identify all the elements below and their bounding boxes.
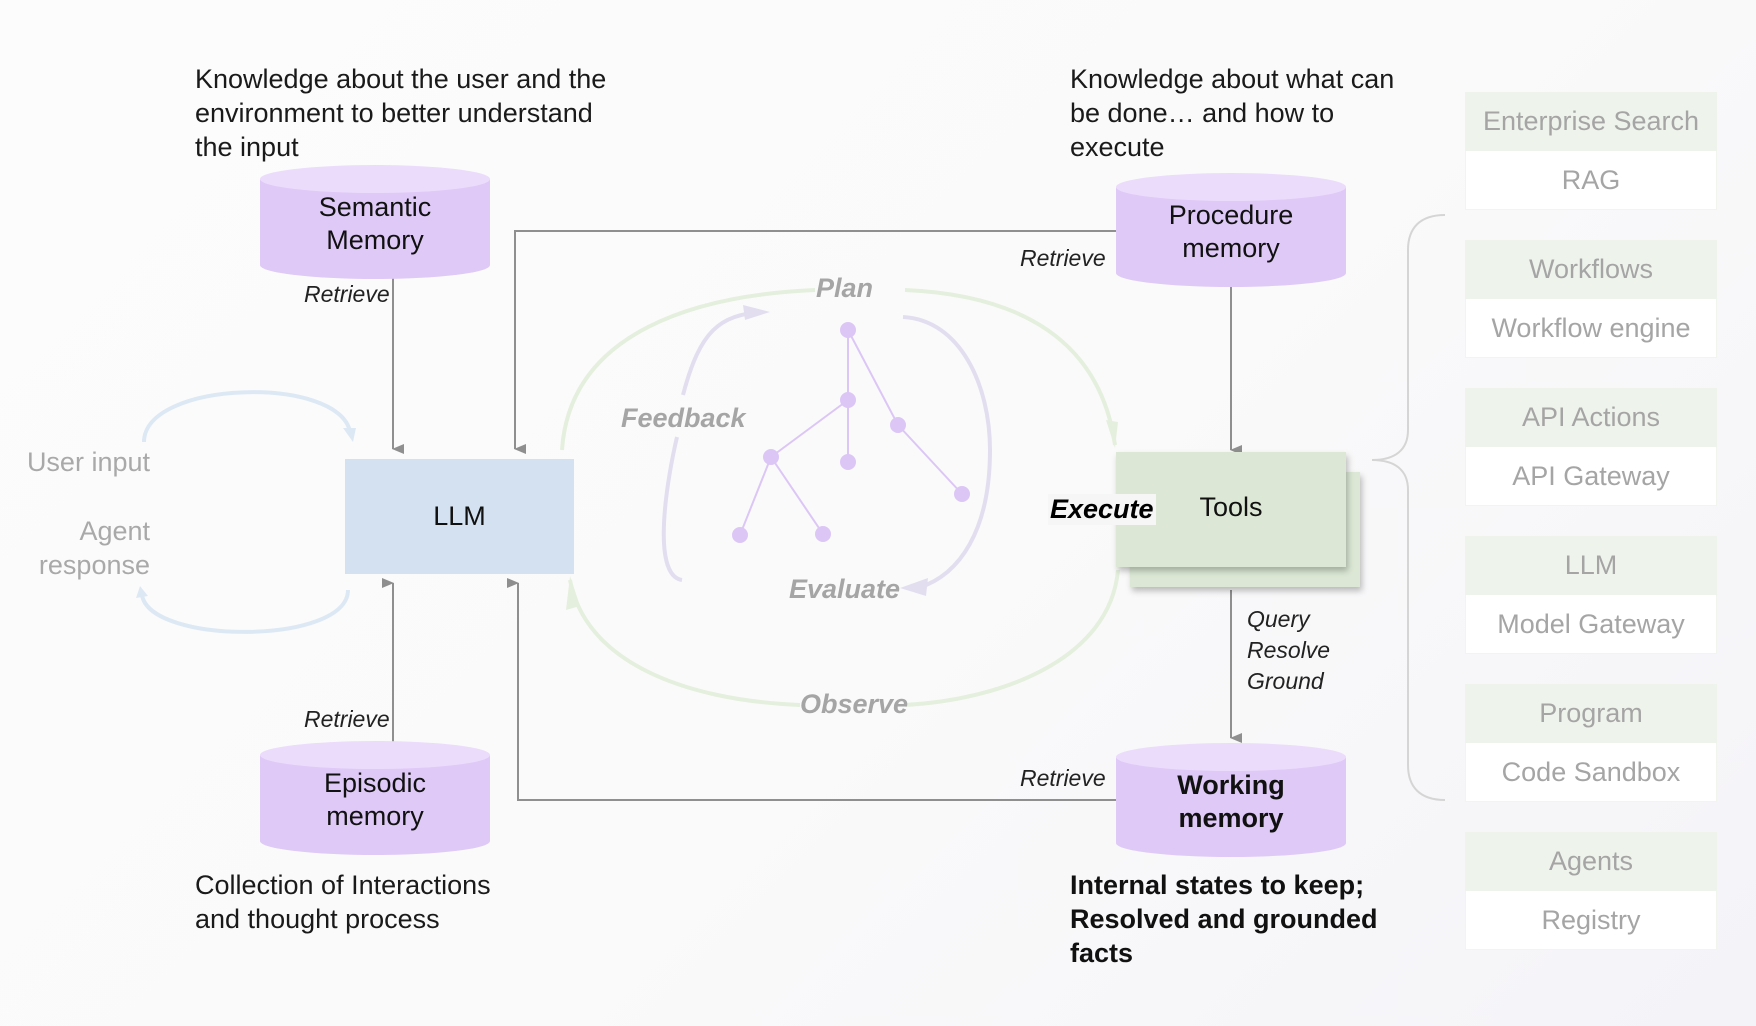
feedback-label: Feedback — [621, 403, 746, 433]
outer-loop-top — [560, 288, 1117, 451]
semantic-memory-description: Knowledge about the user and the environ… — [195, 64, 607, 162]
tool-action-labels: Query Resolve Ground — [1247, 604, 1330, 697]
tool-category: Agents — [1465, 832, 1717, 891]
tool-stack-item[interactable]: Workflows Workflow engine — [1465, 240, 1717, 358]
tool-stack-item[interactable]: Enterprise Search RAG — [1465, 92, 1717, 210]
tool-category: Workflows — [1465, 240, 1717, 299]
tool-implementation: Registry — [1465, 891, 1717, 950]
outer-loop-arrowhead-tools — [1106, 420, 1118, 448]
inner-loop-right — [902, 315, 993, 590]
tool-stack-item[interactable]: LLM Model Gateway — [1465, 536, 1717, 654]
tool-category: Program — [1465, 684, 1717, 743]
llm-node[interactable]: LLM — [345, 459, 574, 574]
procedure-memory-label-line1: Procedure — [1168, 200, 1294, 230]
tool-implementation: Workflow engine — [1465, 299, 1717, 358]
working-memory-description: Internal states to keep; Resolved and gr… — [1070, 870, 1378, 968]
tool-implementation: API Gateway — [1465, 447, 1717, 506]
tool-category: Enterprise Search — [1465, 92, 1717, 151]
tree-node — [840, 392, 856, 408]
tree-node — [840, 322, 856, 338]
agent-response-label: Agent response — [10, 514, 150, 582]
tree-node — [763, 449, 779, 465]
episodic-memory-label-line2: memory — [326, 801, 424, 831]
execute-label: Execute — [1048, 494, 1156, 525]
semantic-memory-label-line1: Semantic — [318, 192, 432, 222]
user-input-loop — [142, 390, 352, 443]
observe-label: Observe — [800, 689, 909, 719]
user-input-arrowhead — [343, 428, 356, 442]
agent-response-line2: response — [38, 550, 150, 580]
retrieve-working-label: Retrieve — [1020, 765, 1106, 791]
working-memory-label-line2: memory — [1178, 803, 1284, 833]
agent-response-line1: Agent — [79, 516, 150, 546]
tree-node — [732, 527, 748, 543]
inner-loop-arrowhead-evaluate — [900, 578, 928, 596]
retrieve-episodic-label: Retrieve — [304, 706, 390, 732]
procedure-memory-description: Knowledge about what can be done… and ho… — [1070, 64, 1395, 162]
tree-node — [815, 526, 831, 542]
tree-node — [840, 454, 856, 470]
outer-loop-bottom — [568, 569, 1120, 707]
plan-tree — [732, 322, 970, 543]
retrieve-semantic-label: Retrieve — [304, 281, 390, 307]
tools-label: Tools — [1199, 492, 1263, 522]
procedure-memory-label-line2: memory — [1182, 233, 1280, 263]
arrow-working-to-llm — [507, 578, 1116, 801]
tool-implementation: Code Sandbox — [1465, 743, 1717, 802]
outer-loop-arrowhead-llm — [566, 576, 580, 610]
tool-stack-bracket — [1371, 214, 1446, 801]
inner-loop-left — [661, 310, 763, 582]
tool-implementation: Model Gateway — [1465, 595, 1717, 654]
semantic-memory-label-line2: Memory — [326, 225, 424, 255]
tool-stack-item[interactable]: API Actions API Gateway — [1465, 388, 1717, 506]
user-input-label: User input — [26, 447, 150, 477]
arrow-procedure-to-llm — [514, 230, 1116, 454]
evaluate-label: Evaluate — [789, 574, 901, 604]
tree-node — [954, 486, 970, 502]
retrieve-procedure-label: Retrieve — [1020, 245, 1106, 271]
plan-label: Plan — [816, 273, 874, 303]
tool-implementation: RAG — [1465, 151, 1717, 210]
tool-category: LLM — [1465, 536, 1717, 595]
tool-stack-item[interactable]: Agents Registry — [1465, 832, 1717, 950]
llm-label: LLM — [433, 501, 486, 531]
working-memory-label-line1: Working — [1177, 770, 1285, 800]
inner-loop-arrowhead-plan — [743, 305, 770, 320]
tool-category: API Actions — [1465, 388, 1717, 447]
episodic-memory-description: Collection of Interactions and thought p… — [195, 870, 491, 934]
ground-label: Ground — [1247, 668, 1324, 694]
resolve-label: Resolve — [1247, 637, 1331, 663]
query-label: Query — [1247, 606, 1310, 632]
episodic-memory-label-line1: Episodic — [323, 768, 427, 798]
tree-node — [890, 417, 906, 433]
agent-response-arrowhead — [136, 586, 148, 598]
tool-stack-item[interactable]: Program Code Sandbox — [1465, 684, 1717, 802]
agent-response-loop — [140, 589, 350, 634]
